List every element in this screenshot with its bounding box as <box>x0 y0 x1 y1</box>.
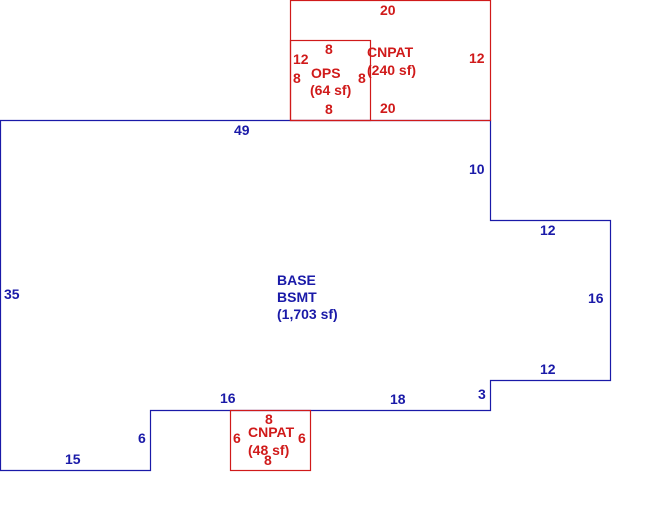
base-dim-left: 35 <box>4 286 20 302</box>
base-dim-right-lower: 16 <box>588 290 604 306</box>
base-dim-bottom-mid: 16 <box>220 390 236 406</box>
base-dim-bottom-right: 18 <box>390 391 406 407</box>
base-outline <box>0 119 612 472</box>
ops-dim-top: 8 <box>325 41 333 57</box>
cnpat-bottom-dim-left: 6 <box>233 430 241 446</box>
ops-dim-bottom: 8 <box>325 101 333 117</box>
ops-area: (64 sf) <box>310 82 351 98</box>
base-dim-step-top: 12 <box>540 222 556 238</box>
base-area: (1,703 sf) <box>277 306 338 322</box>
base-name-line1: BASE <box>277 272 316 288</box>
ops-name: OPS <box>311 65 341 81</box>
cnpat-bottom-dim-top: 8 <box>265 411 273 427</box>
cnpat-top-name: CNPAT <box>367 44 414 60</box>
base-name-line2: BSMT <box>277 289 317 305</box>
ops-dim-right: 8 <box>358 70 366 86</box>
cnpat-top-area: (240 sf) <box>367 62 416 78</box>
cnpat-top-dim-top: 20 <box>380 2 396 18</box>
base-dim-right-upper: 10 <box>469 161 485 177</box>
ops-outline <box>289 39 372 122</box>
cnpat-bottom-area: (48 sf) <box>248 442 289 458</box>
cnpat-bottom-outline <box>229 409 312 472</box>
base-dim-top: 49 <box>234 122 250 138</box>
cnpat-top-dim-left: 12 <box>293 51 309 67</box>
base-dim-step-bottom: 12 <box>540 361 556 377</box>
cnpat-bottom-dim-right: 6 <box>298 430 306 446</box>
ops-dim-left: 8 <box>293 70 301 86</box>
cnpat-top-dim-right: 12 <box>469 50 485 66</box>
base-dim-bottom-left: 15 <box>65 451 81 467</box>
cnpat-top-dim-bottom: 20 <box>380 100 396 116</box>
cnpat-bottom-name: CNPAT <box>248 424 295 440</box>
cnpat-bottom-dim-bottom: 8 <box>264 452 272 468</box>
base-dim-notch: 3 <box>478 386 486 402</box>
base-dim-bottom-step: 6 <box>138 430 146 446</box>
